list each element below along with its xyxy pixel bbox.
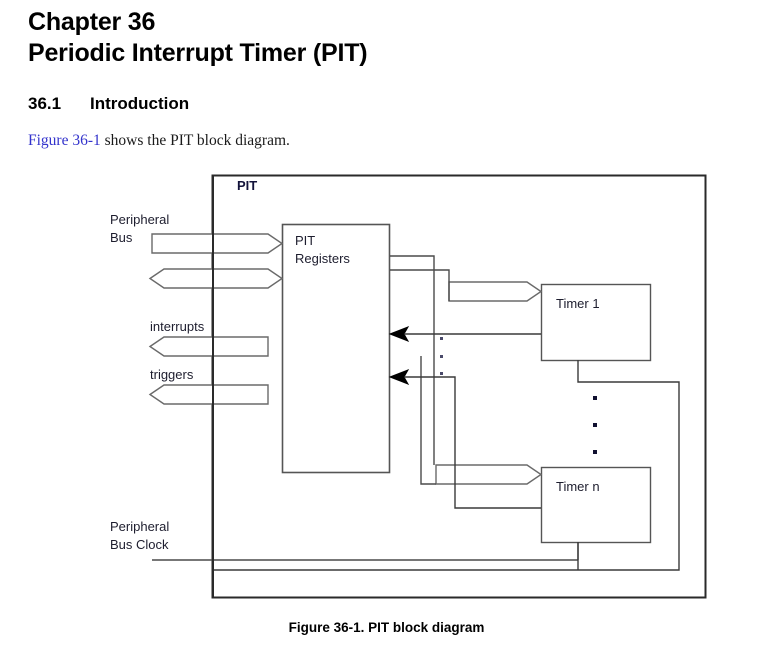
section-heading: 36.1 Introduction: [28, 94, 189, 114]
timern-to-registers-arrowhead: [388, 369, 410, 385]
timer1-to-registers-arrowhead: [388, 326, 410, 342]
interrupts-arrow: [148, 336, 269, 357]
peripheral-bus-arrow: [151, 233, 284, 254]
intro-paragraph: Figure 36-1 shows the PIT block diagram.: [28, 132, 290, 150]
routing-ellipsis-dot-3: [440, 372, 443, 375]
timer-n-block: [540, 466, 652, 544]
pit-outer-boundary: [211, 174, 707, 599]
routing-ellipsis-dot-1: [440, 337, 443, 340]
section-number: 36.1: [28, 94, 62, 113]
pit-registers-block: [281, 223, 391, 474]
figure-pit-block-diagram: PIT PIT Registers Timer 1 Timer n Periph…: [0, 160, 773, 610]
peripheral-bus-label-line1: Peripheral: [110, 212, 169, 227]
triggers-arrow: [148, 384, 269, 405]
peripheral-bus-label-line2: Bus: [110, 230, 133, 245]
routing-ellipsis-dot-2: [440, 355, 443, 358]
timer-ellipsis-dot-3: [593, 450, 597, 454]
timer1-output-rail: [212, 360, 680, 571]
chapter-title: Periodic Interrupt Timer (PIT): [28, 39, 368, 67]
registers-to-timer1-route-bottom: [390, 269, 450, 301]
timer-n-label: Timer n: [556, 479, 600, 494]
pit-registers-label-line2: Registers: [295, 251, 350, 266]
peripheral-bus-clock-label-line1: Peripheral: [110, 519, 169, 534]
registers-to-timer1-arrow: [448, 281, 543, 302]
timer-1-label: Timer 1: [556, 296, 600, 311]
timer-ellipsis-dot-2: [593, 423, 597, 427]
registers-to-timer1-route-top: [390, 255, 435, 282]
registers-to-timern-arrow: [435, 464, 543, 485]
intro-paragraph-text: shows the PIT block diagram.: [100, 132, 290, 149]
timer-1-block: [540, 283, 652, 362]
interrupts-label: interrupts: [150, 319, 205, 334]
triggers-label: triggers: [150, 367, 194, 382]
peripheral-bus-bidirectional-arrow: [148, 268, 284, 289]
chapter-number: Chapter 36: [28, 8, 156, 36]
timern-to-registers-line: [405, 376, 541, 509]
pit-registers-label-line1: PIT: [295, 233, 315, 248]
section-title: Introduction: [90, 94, 190, 113]
figure-caption: Figure 36-1. PIT block diagram: [288, 620, 485, 635]
pit-outer-label: PIT: [237, 178, 257, 193]
peripheral-bus-clock-label-line2: Bus Clock: [110, 537, 169, 552]
figure-cross-reference-link[interactable]: Figure 36-1: [28, 132, 101, 149]
timer-ellipsis-dot-1: [593, 396, 597, 400]
registers-to-timern-route-bottom: [420, 356, 436, 485]
pit-block-diagram-svg: PIT PIT Registers Timer 1 Timer n Periph…: [110, 174, 707, 599]
